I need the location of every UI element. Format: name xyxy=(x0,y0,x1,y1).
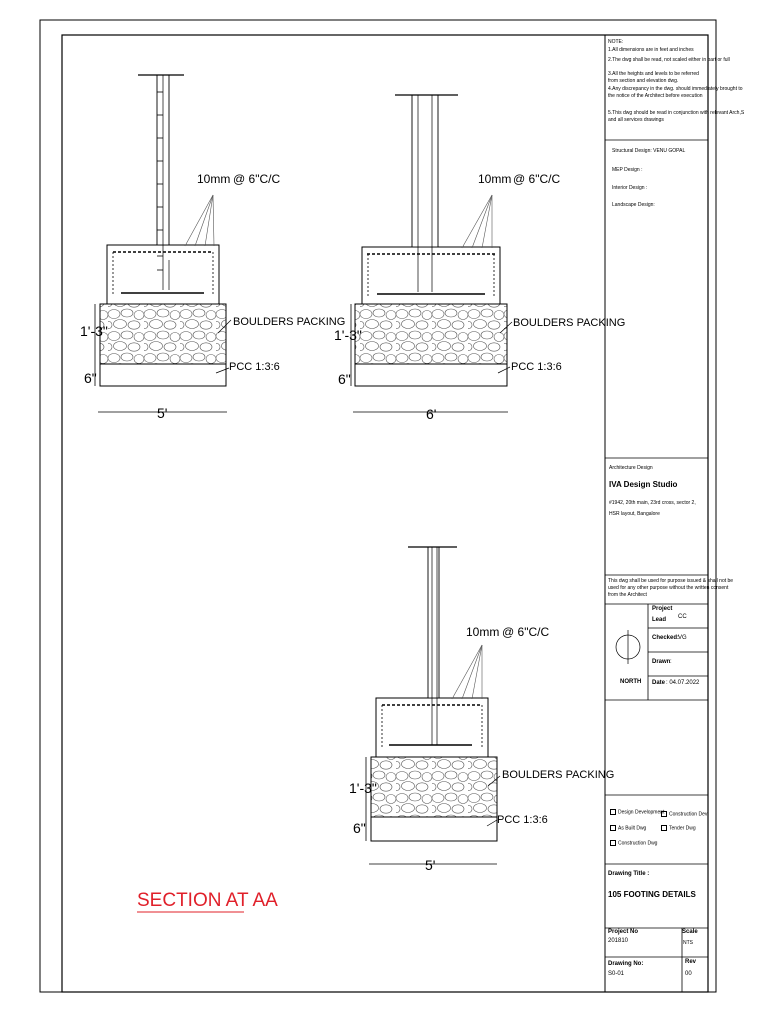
section-title: SECTION AT AA xyxy=(137,890,278,911)
column-ties xyxy=(157,91,163,271)
leader-lines xyxy=(451,644,483,700)
architect-name: IVA Design Studio xyxy=(609,480,678,489)
height-dim-1: 1'-3" xyxy=(334,327,362,343)
note-line: the notice of the Architect before execu… xyxy=(608,93,703,99)
project-lead-value: CC xyxy=(678,614,687,620)
footing-section-c: 10mm @ 6"C/C BOULDERS PACKING PCC 1:3:6 … xyxy=(349,546,614,873)
rebar-size: 10mm xyxy=(466,625,499,639)
landscape-design: Landscape Design: xyxy=(612,202,655,208)
rebar-spacing: @ 6"C/C xyxy=(233,172,280,186)
stage-design-development: Design Development xyxy=(610,809,664,815)
width-dim: 5' xyxy=(157,405,167,421)
stage-construction-dwg: Construction Dwg xyxy=(610,840,657,846)
packing-label: BOULDERS PACKING xyxy=(502,769,614,781)
drawing-no-label: Drawing No: xyxy=(608,961,644,967)
pcc-layer xyxy=(99,363,227,387)
checkbox-icon xyxy=(661,825,667,831)
date-label: Date xyxy=(652,680,666,686)
checkbox-icon xyxy=(610,840,616,846)
interior-design: Interior Design : xyxy=(612,185,648,191)
pcc-layer xyxy=(354,363,508,387)
title-block-grid xyxy=(605,139,708,992)
scale-label: Scale xyxy=(682,929,698,935)
disclaimer-line: This dwg shall be used for purpose issue… xyxy=(608,578,734,584)
drawing-title-value: 105 FOOTING DETAILS xyxy=(608,890,696,899)
footing-section-b: 10mm @ 6"C/C BOULDERS PACKING PCC 1:3:6 … xyxy=(334,94,625,422)
checkbox-icon xyxy=(610,825,616,831)
project-no-value: 201810 xyxy=(608,938,629,944)
pcc-label: PCC 1:3:6 xyxy=(511,361,562,373)
architect-address: #1942, 20th main, 23rd cross, sector 2, xyxy=(609,500,696,506)
note-line: 4.Any discrepancy in the dwg. should imm… xyxy=(608,86,743,92)
leader-lines xyxy=(184,194,215,247)
height-dim-1: 1'-3" xyxy=(349,780,377,796)
notes-heading: NOTE: xyxy=(608,39,624,45)
checkbox-icon xyxy=(610,809,616,815)
drawn-label: Drawn xyxy=(652,659,671,665)
pcc-label: PCC 1:3:6 xyxy=(497,814,548,826)
architect-address: HSR layout, Bangalore xyxy=(609,511,660,517)
packing-label: BOULDERS PACKING xyxy=(233,316,345,328)
note-line: 1.All dimensions are in feet and inches xyxy=(608,47,694,53)
stage-as-built: As Built Dwg xyxy=(610,825,646,831)
drawing-title-label: Drawing Title : xyxy=(608,871,650,877)
checked-label: Checked: xyxy=(652,635,680,641)
note-line: 3.All the heights and levels to be refer… xyxy=(608,71,699,77)
leader-lines xyxy=(461,194,493,249)
boulder-layer xyxy=(354,303,508,365)
note-line: 5.This dwg should be read in conjunction… xyxy=(608,110,745,116)
structural-design: Structural Design: VENU GOPAL xyxy=(612,148,686,154)
disclaimer-line: from the Architect xyxy=(608,592,647,598)
footing-section-a: 10mm @ 6"C/C BOULDERS PACKING PCC 1:3:6 … xyxy=(80,74,345,421)
checkbox-icon xyxy=(661,811,667,817)
project-lead-label: Lead xyxy=(652,617,667,623)
disclaimer-line: used for any other purpose without the w… xyxy=(608,585,729,591)
height-dim-2: 6" xyxy=(84,370,97,386)
pcc-label: PCC 1:3:6 xyxy=(229,361,280,373)
rebar-size: 10mm xyxy=(478,172,511,186)
note-line: 2.The dwg shall be read, not scaled eith… xyxy=(608,57,730,63)
scale-value: NTS xyxy=(683,940,693,946)
rev-label: Rev xyxy=(685,959,697,965)
stage-construction-dev: Construction Dev xyxy=(661,811,707,817)
height-dim-1: 1'-3" xyxy=(80,323,108,339)
checked-value: VG xyxy=(678,635,687,641)
width-dim: 6' xyxy=(426,406,436,422)
pcc-layer xyxy=(370,816,498,842)
note-line: from section and elevation dwg. xyxy=(608,78,679,84)
rebar-spacing: @ 6"C/C xyxy=(502,625,549,639)
width-dim: 5' xyxy=(425,857,435,873)
rev-value: 00 xyxy=(685,971,692,977)
boulder-layer xyxy=(370,756,498,818)
packing-label: BOULDERS PACKING xyxy=(513,317,625,329)
rebar-spacing: @ 6"C/C xyxy=(513,172,560,186)
boulder-layer xyxy=(99,303,227,365)
architect-label: Architecture Design xyxy=(609,465,653,471)
footing-slab xyxy=(361,246,501,305)
mep-design: MEP Design : xyxy=(612,167,643,173)
height-dim-2: 6" xyxy=(338,371,351,387)
date-value: : 04.07.2022 xyxy=(666,680,700,686)
rebar-size: 10mm xyxy=(197,172,230,186)
height-dim-2: 6" xyxy=(353,820,366,836)
project-lead-label: Project xyxy=(652,606,673,612)
drawing-no-value: S0-01 xyxy=(608,971,625,977)
project-no-label: Project No xyxy=(608,929,639,935)
stage-tender: Tender Dwg xyxy=(661,825,696,831)
drawn-value: : xyxy=(670,659,672,665)
note-line: and all services drawings xyxy=(608,117,664,123)
north-label: NORTH xyxy=(620,679,642,685)
drawing-frame xyxy=(61,34,709,993)
column-stem xyxy=(411,94,439,248)
